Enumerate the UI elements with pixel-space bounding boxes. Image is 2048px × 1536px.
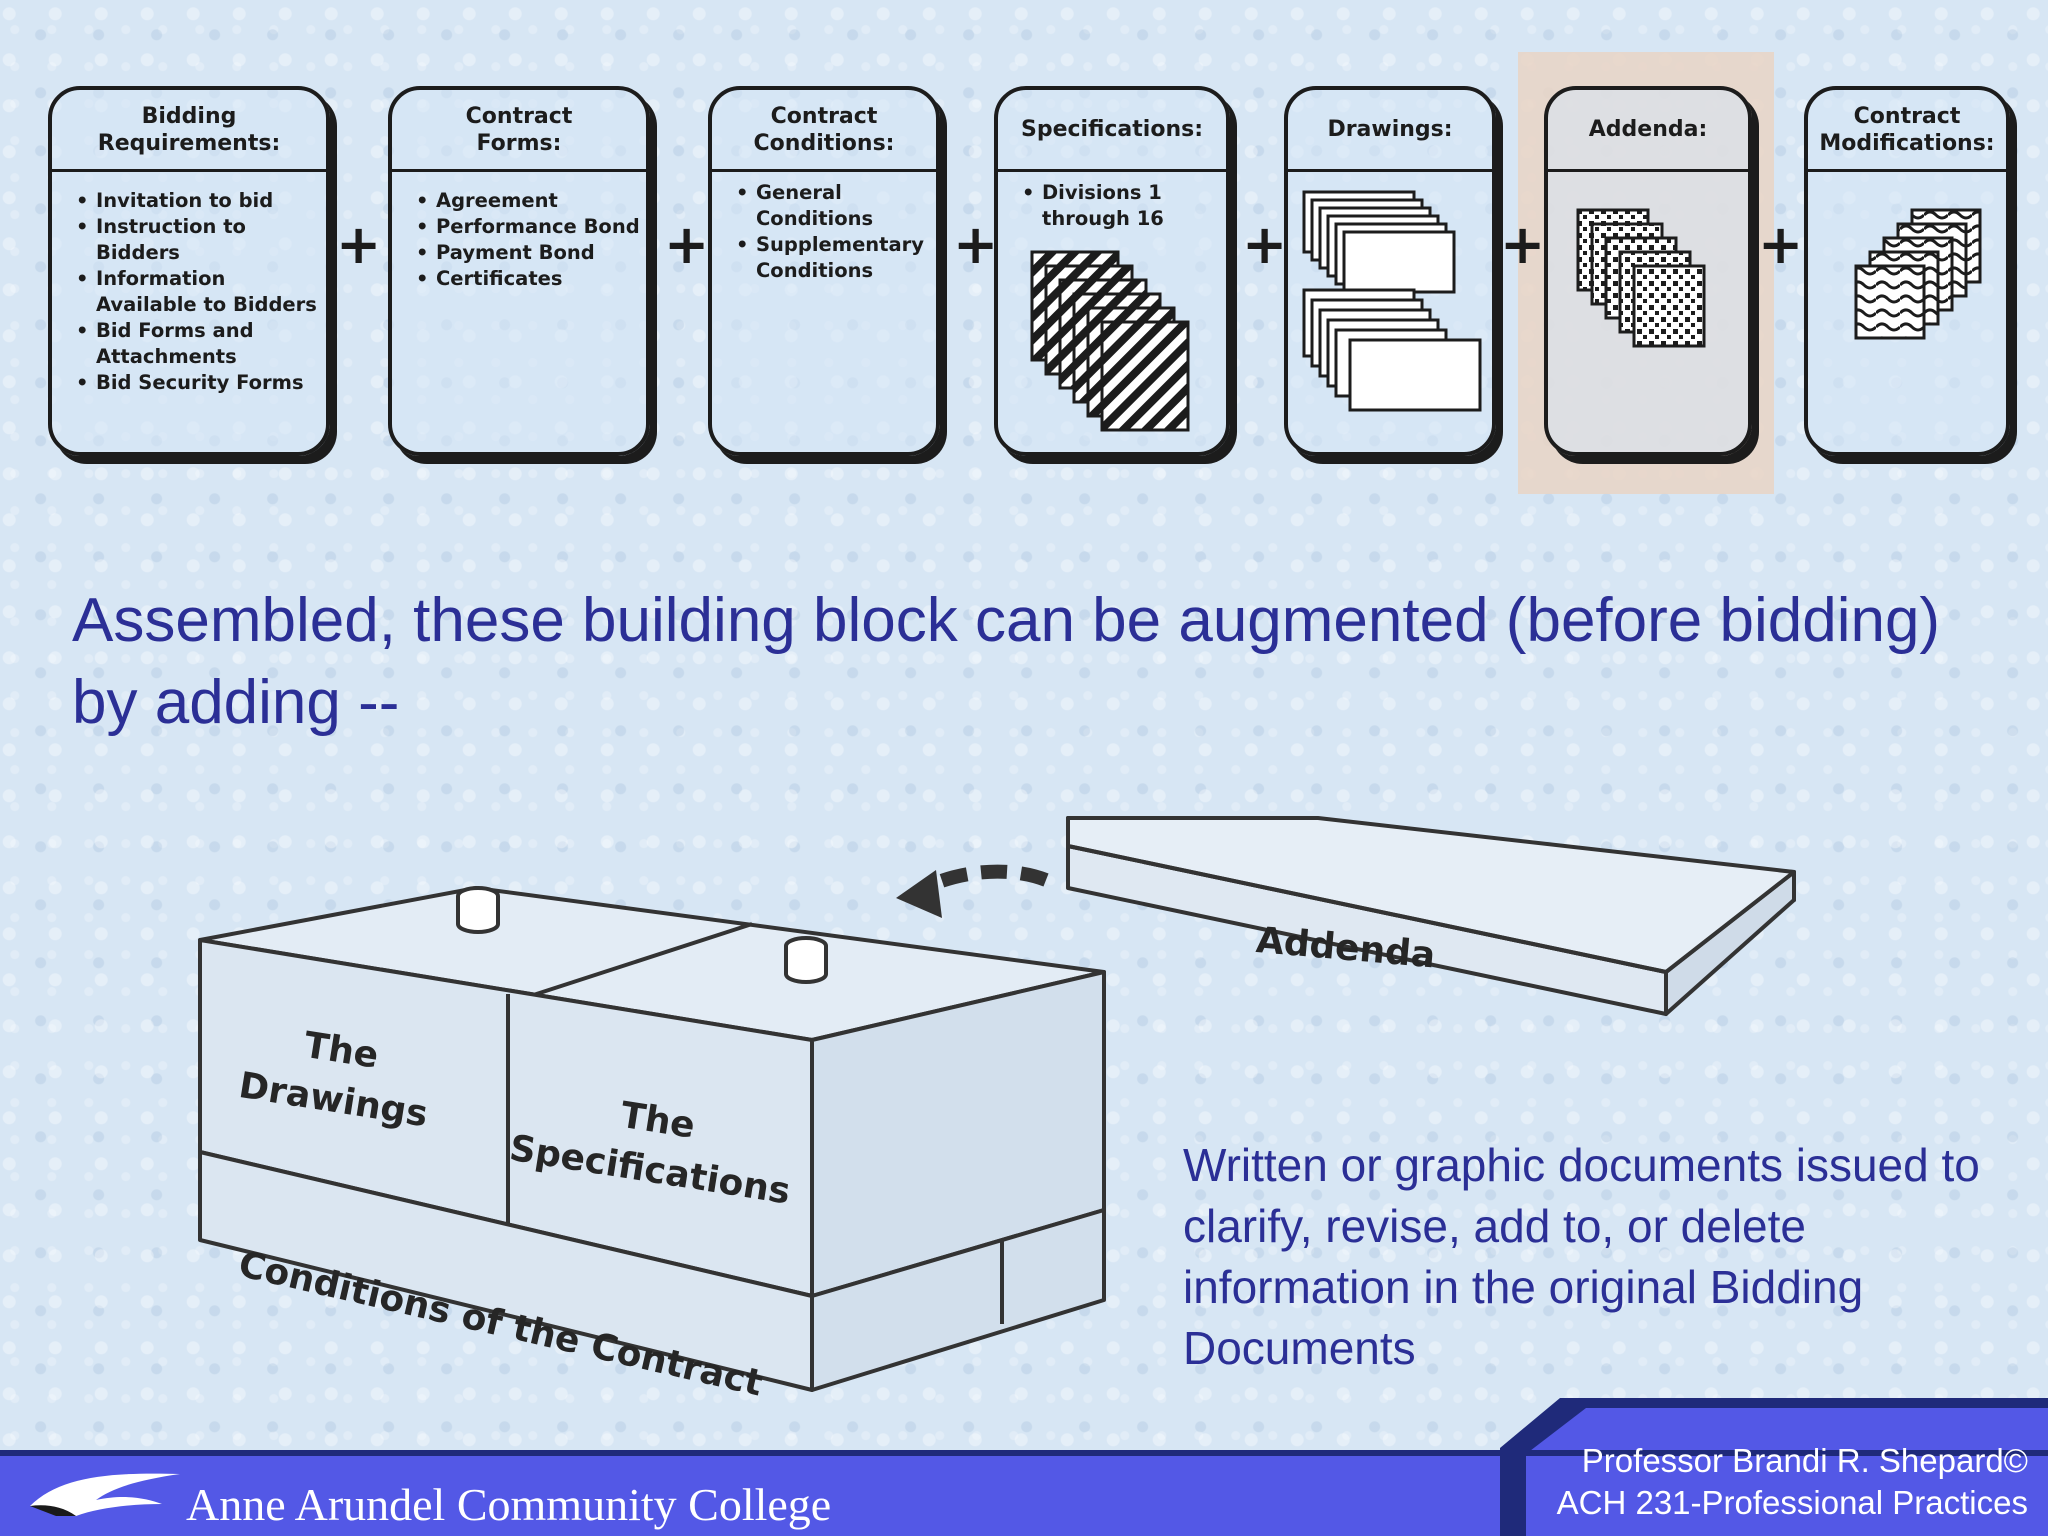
dotted-page-stack-icon	[1576, 208, 1706, 348]
block-addenda: Addenda:	[1544, 86, 1752, 456]
list-item: General Conditions	[734, 180, 932, 232]
footer-credits: Professor Brandi R. Shepard© ACH 231-Pro…	[1557, 1440, 2028, 1524]
list-item: Invitation to bid	[74, 188, 322, 214]
footer-decoration	[0, 1398, 2048, 1536]
plus-sign: +	[1758, 213, 1804, 276]
block-item-list: General Conditions Supplementary Conditi…	[734, 180, 932, 284]
wavy-page-stack-icon	[1854, 208, 1982, 340]
block-title: Contract Modifications:	[1808, 90, 2006, 172]
drawing-sheet-stack-icon	[1302, 190, 1482, 412]
list-item: Information Available to Bidders	[74, 266, 322, 318]
plus-sign: +	[664, 213, 710, 276]
course-name: ACH 231-Professional Practices	[1556, 1484, 2028, 1521]
striped-page-stack-icon	[1030, 250, 1190, 432]
block-title: Drawings:	[1288, 90, 1492, 172]
list-item: Divisions 1 through 16	[1020, 180, 1222, 232]
list-item: Supplementary Conditions	[734, 232, 932, 284]
block-bidding-requirements: Bidding Requirements: Invitation to bid …	[48, 86, 330, 456]
plus-sign: +	[1500, 213, 1546, 276]
professor-name: Professor Brandi R. Shepard©	[1581, 1442, 2028, 1479]
building-blocks-row: Bidding Requirements: Invitation to bid …	[0, 0, 2048, 520]
addenda-definition: Written or graphic documents issued to c…	[1183, 1139, 1980, 1374]
slide-heading: Assembled, these building block can be a…	[72, 586, 1941, 737]
block-contract-forms: Contract Forms: Agreement Performance Bo…	[388, 86, 650, 456]
block-title: Addenda:	[1548, 90, 1748, 172]
list-item: Performance Bond	[414, 214, 642, 240]
block-item-list: Invitation to bid Instruction to Bidders…	[74, 188, 322, 396]
plus-sign: +	[1242, 213, 1288, 276]
list-item: Bid Forms and Attachments	[74, 318, 322, 370]
assembled-blocks-illustration	[198, 816, 1796, 1392]
list-item: Agreement	[414, 188, 642, 214]
block-item-list: Divisions 1 through 16	[1020, 180, 1222, 232]
block-title: Bidding Requirements:	[52, 90, 326, 172]
block-contract-conditions: Contract Conditions: General Conditions …	[708, 86, 940, 456]
plus-sign: +	[953, 213, 999, 276]
block-drawings: Drawings:	[1284, 86, 1496, 456]
block-contract-modifications: Contract Modifications:	[1804, 86, 2010, 456]
block-title: Contract Conditions:	[712, 90, 936, 172]
list-item: Bid Security Forms	[74, 370, 322, 396]
list-item: Instruction to Bidders	[74, 214, 322, 266]
list-item: Payment Bond	[414, 240, 642, 266]
block-item-list: Agreement Performance Bond Payment Bond …	[414, 188, 642, 292]
bird-logo-icon	[30, 1473, 180, 1516]
college-name: Anne Arundel Community College	[186, 1479, 832, 1530]
block-title: Contract Forms:	[392, 90, 646, 172]
block-title: Specifications:	[998, 90, 1226, 172]
list-item: Certificates	[414, 266, 642, 292]
plus-sign: +	[336, 213, 382, 276]
block-specifications: Specifications: Divisions 1 through 16	[994, 86, 1230, 456]
dashed-curved-arrow-icon	[896, 864, 1049, 918]
